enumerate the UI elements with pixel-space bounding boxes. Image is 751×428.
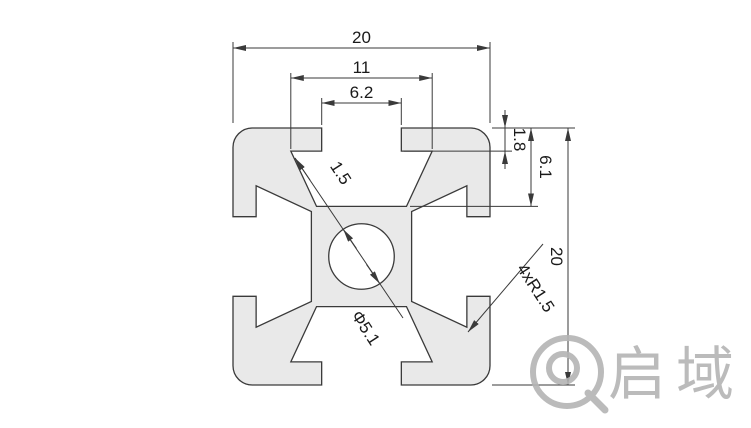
- dim-channel-width: 11: [290, 58, 433, 149]
- leader-arrow: [294, 157, 311, 181]
- watermark-logo-tail-icon: [584, 389, 609, 414]
- dim-slot-opening: 6.2: [321, 83, 402, 125]
- dim-text-wall-thickness: 1.5: [326, 158, 355, 188]
- dim-text-slot-depth: 6.1: [536, 155, 555, 179]
- dim-right-height: 20: [547, 128, 571, 385]
- watermark-logo-ring-icon: [530, 335, 604, 409]
- dim-text-lip-thickness: 1.8: [510, 128, 529, 152]
- leader-line: [467, 243, 544, 333]
- dim-text-corner-radius: 4xR1.5: [513, 260, 558, 316]
- dim-text-right-height: 20: [547, 247, 566, 266]
- leader-arrow: [342, 229, 357, 249]
- dim-text-slot-opening: 6.2: [350, 83, 374, 102]
- watermark-brand-text: 启域: [608, 342, 744, 407]
- watermark: 启域: [530, 335, 744, 414]
- watermark-logo-inner-icon: [546, 351, 580, 385]
- dim-top-width: 20: [232, 28, 491, 123]
- dim-lip-thickness: 1.8: [502, 110, 529, 169]
- dim-text-top-width: 20: [352, 28, 371, 47]
- dim-text-channel-width: 11: [353, 58, 371, 77]
- leader-arrow: [366, 264, 381, 284]
- dim-text-center-hole: Φ5.1: [348, 307, 384, 349]
- dim-slot-depth: 6.1: [528, 128, 555, 207]
